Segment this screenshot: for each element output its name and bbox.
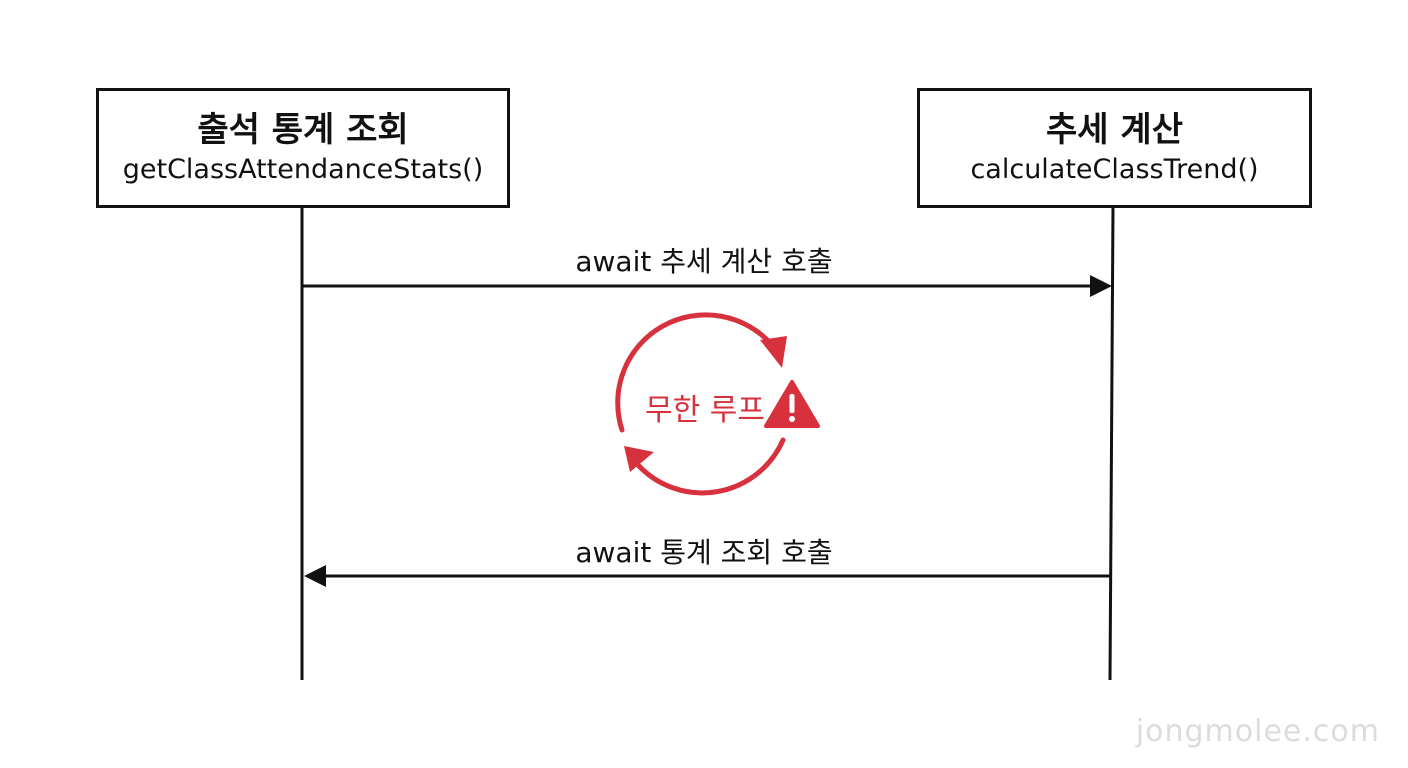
forward-message-label: await 추세 계산 호출 <box>575 245 833 278</box>
watermark: jongmolee.com <box>1135 714 1380 749</box>
backward-arrow-head <box>304 565 326 587</box>
participant-box-stats: 출석 통계 조회 getClassAttendanceStats() <box>96 88 510 208</box>
infinite-loop-label: 무한 루프 <box>645 393 765 428</box>
participant-title: 출석 통계 조회 <box>197 110 409 150</box>
participant-box-trend: 추세 계산 calculateClassTrend() <box>917 88 1312 208</box>
participant-function: getClassAttendanceStats() <box>122 154 484 185</box>
backward-message-label: await 통계 조회 호출 <box>575 536 833 569</box>
lifeline-right <box>1108 207 1115 681</box>
loop-cycle-icon <box>615 312 787 496</box>
participant-function: calculateClassTrend() <box>970 154 1259 185</box>
forward-arrow-head <box>1090 275 1112 297</box>
warning-triangle-icon <box>764 380 820 428</box>
participant-title: 추세 계산 <box>1046 110 1183 150</box>
